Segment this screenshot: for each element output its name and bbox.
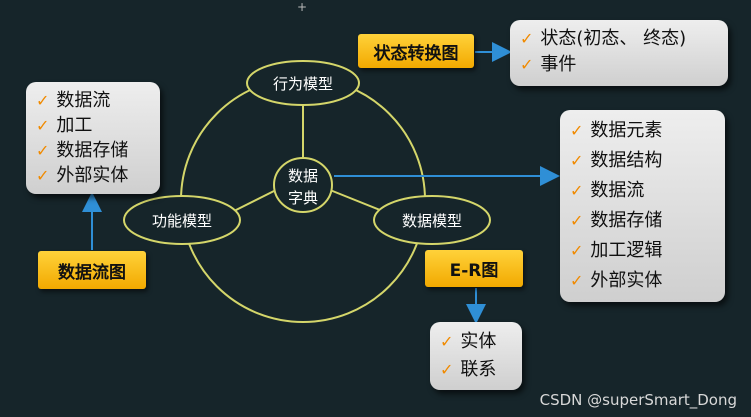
er-box: E-R图 [425,250,523,287]
dictionary-items-box: ✓ 数据元素 ✓ 数据结构 ✓ 数据流 ✓ 数据存储 ✓ 加工逻辑 ✓ 外部实体 [560,110,725,302]
state-item-label: 事件 [540,54,577,75]
behavior-model-ellipse [246,60,360,106]
dictionary-item: ✓ 外部实体 [570,266,715,296]
er-item: ✓ 实体 [440,328,512,356]
check-mark-icon: ✓ [36,166,50,185]
dictionary-item: ✓ 加工逻辑 [570,236,715,266]
function-model-ellipse [123,195,241,245]
check-mark-icon: ✓ [570,271,584,290]
dictionary-item: ✓ 数据结构 [570,146,715,176]
state-item: ✓ 状态(初态、 终态) [520,26,718,52]
dictionary-item-label: 数据存储 [590,210,663,231]
check-mark-icon: ✓ [36,116,50,135]
dfd-item-label: 外部实体 [56,165,129,186]
spoke-right [329,189,386,213]
dictionary-item-label: 加工逻辑 [590,240,663,261]
dfd-item: ✓ 数据存储 [36,138,150,163]
state-diagram-label: 状态转换图 [373,43,459,64]
dfd-items-box: ✓ 数据流 ✓ 加工 ✓ 数据存储 ✓ 外部实体 [26,82,160,194]
check-mark-icon: ✓ [440,332,454,351]
er-items-box: ✓ 实体 ✓ 联系 [430,322,522,390]
spoke-left [231,189,277,213]
center-ellipse [273,157,333,213]
dfd-item: ✓ 加工 [36,113,150,138]
er-item-label: 联系 [460,359,497,380]
dfd-box: 数据流图 [38,251,146,289]
dictionary-item: ✓ 数据存储 [570,206,715,236]
check-mark-icon: ✓ [440,360,454,379]
dictionary-item: ✓ 数据流 [570,176,715,206]
state-item-label: 状态(初态、 终态) [540,28,687,49]
check-mark-icon: ✓ [520,55,534,74]
center-label-line1: 数据 [288,167,318,185]
dfd-item: ✓ 外部实体 [36,163,150,188]
crosshair-cursor-icon: + [297,0,308,14]
state-item: ✓ 事件 [520,52,718,78]
check-mark-icon: ✓ [36,141,50,160]
dfd-item-label: 数据流 [56,90,111,111]
dictionary-item-label: 外部实体 [590,270,663,291]
check-mark-icon: ✓ [570,181,584,200]
dfd-item-label: 数据存储 [56,140,129,161]
check-mark-icon: ✓ [36,91,50,110]
er-item-label: 实体 [460,331,497,352]
dictionary-item-label: 数据流 [590,180,645,201]
check-mark-icon: ✓ [520,29,534,48]
dfd-item-label: 加工 [56,115,93,136]
dictionary-item: ✓ 数据元素 [570,116,715,146]
er-item: ✓ 联系 [440,356,512,384]
data-model-label: 数据模型 [402,212,462,230]
dictionary-item-label: 数据元素 [590,120,663,141]
er-label: E-R图 [449,261,499,281]
state-items-box: ✓ 状态(初态、 终态) ✓ 事件 [510,20,728,86]
behavior-model-label: 行为模型 [273,75,333,93]
check-mark-icon: ✓ [570,121,584,140]
watermark: CSDN @superSmart_Dong [539,391,737,409]
check-mark-icon: ✓ [570,241,584,260]
dictionary-item-label: 数据结构 [590,150,663,171]
dfd-label: 数据流图 [58,262,126,283]
check-mark-icon: ✓ [570,211,584,230]
function-model-label: 功能模型 [152,212,212,230]
state-diagram-box: 状态转换图 [358,34,474,68]
dfd-item: ✓ 数据流 [36,88,150,113]
data-model-ellipse [373,195,491,245]
center-label-line2: 字典 [288,189,318,207]
check-mark-icon: ✓ [570,151,584,170]
